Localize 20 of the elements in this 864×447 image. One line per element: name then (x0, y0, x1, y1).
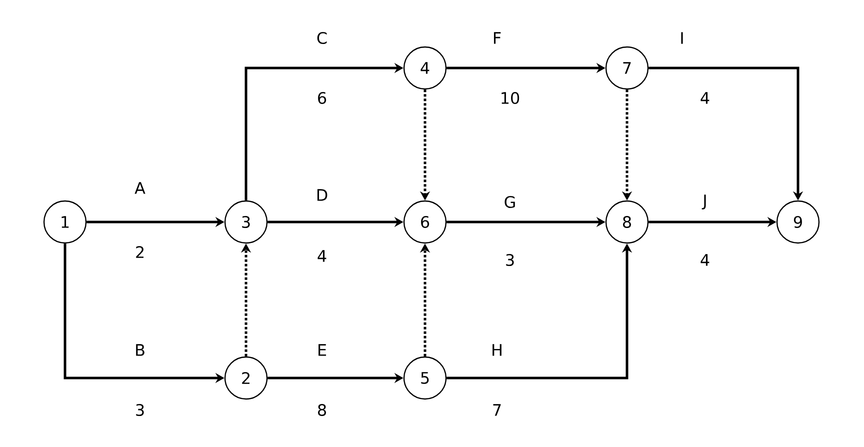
activity-label: F (491, 31, 503, 45)
activity-label: D (314, 188, 330, 202)
duration-label: 6 (318, 92, 326, 104)
activity-label: B (134, 343, 146, 357)
duration-label: 8 (318, 404, 326, 416)
duration-label: 2 (136, 246, 144, 258)
duration-label: 4 (700, 92, 710, 104)
activity-label: E (316, 343, 328, 357)
activity-label: A (134, 181, 146, 195)
duration-label: 3 (136, 404, 144, 416)
duration-label: 4 (318, 250, 326, 262)
activity-label: J (702, 194, 708, 210)
duration-label: 3 (506, 254, 514, 266)
duration-label: 10 (502, 92, 520, 104)
duration-label: 4 (700, 254, 710, 266)
activity-label: I (678, 31, 686, 45)
activity-label: C (315, 30, 329, 46)
duration-label: 7 (493, 404, 501, 416)
activity-label: H (490, 343, 504, 357)
activity-label: G (502, 194, 518, 210)
